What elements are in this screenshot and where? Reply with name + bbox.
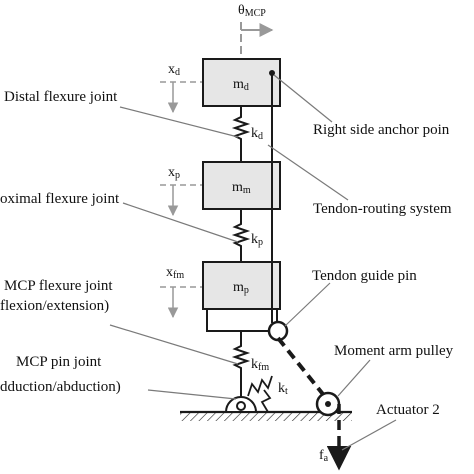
leader-mcp-pin [147, 389, 237, 400]
spring-distal: kd [231, 106, 263, 162]
x-p-label: xp [168, 165, 180, 181]
displacement-markers: xd xp xfm [160, 62, 202, 319]
x-d-label: xd [168, 62, 180, 78]
leader-proximal-flexure [122, 202, 239, 243]
leader-right-anchor [273, 74, 333, 123]
leader-mcp-flexure [109, 324, 239, 365]
leader-moment-arm-pulley [337, 359, 371, 397]
mcp-pin-joint [224, 396, 258, 413]
k-d-label: kd [251, 126, 263, 142]
label-tendon-routing-system: Tendon-routing system [313, 201, 452, 217]
mass-distal-label: md [233, 77, 249, 93]
leader-distal-flexure [119, 106, 239, 138]
label-right-side-anchor-point: Right side anchor poin [313, 122, 450, 138]
k-p-label: kp [251, 232, 263, 248]
spring-proximal: kp [231, 209, 263, 262]
leader-tendon-guide-pin [284, 282, 331, 327]
tendon-routing: fa [267, 70, 352, 471]
mass-middle: mm [202, 161, 281, 210]
spring-mcp-coil [231, 331, 251, 398]
label-mcp-flexure-joint-line2: flexion/extension) [0, 298, 109, 314]
label-tendon-guide-pin: Tendon guide pin [312, 268, 417, 284]
ground-hatch [180, 413, 352, 421]
leader-tendon-routing [267, 144, 349, 201]
mass-distal: md [202, 58, 281, 107]
tendon-guide-pin-circle [267, 320, 289, 342]
component-labels: Distal flexure joint oximal flexure join… [0, 89, 454, 418]
theta-mcp-marker: θMCP [238, 3, 274, 58]
x-fm-label: xfm [166, 265, 184, 281]
tendon-diagonal-segment [276, 336, 328, 400]
label-proximal-flexure-joint: oximal flexure joint [0, 191, 120, 207]
label-mcp-flexure-joint-line1: MCP flexure joint [4, 278, 113, 294]
spring-proximal-coil [231, 209, 251, 262]
mass-proximal-label: mp [233, 280, 249, 296]
pin-joint-pin [236, 401, 246, 411]
mass-middle-label: mm [232, 180, 251, 196]
label-distal-flexure-joint: Distal flexure joint [4, 89, 118, 105]
leader-lines [109, 74, 397, 451]
f-a-label: fa [319, 448, 329, 464]
right-anchor-point-dot [269, 70, 275, 76]
guide-plate [206, 308, 278, 332]
mass-proximal: mp [202, 261, 281, 332]
spring-distal-coil [231, 106, 251, 162]
label-mcp-pin-joint-line1: MCP pin joint [16, 354, 102, 370]
spring-mcp: kfm [231, 331, 269, 398]
k-t-label: kt [278, 381, 288, 397]
mass-middle-block [202, 161, 281, 210]
label-moment-arm-pulley: Moment arm pulley [334, 343, 454, 359]
label-mcp-pin-joint-line2: dduction/abduction) [0, 379, 121, 395]
torsion-spring: kt [247, 375, 288, 413]
k-fm-label: kfm [251, 357, 269, 373]
torsion-spring-link [260, 389, 272, 413]
theta-mcp-label: θMCP [238, 3, 266, 19]
leader-actuator [341, 419, 397, 451]
label-actuator-2: Actuator 2 [376, 402, 440, 418]
torsion-spring-zigzag [247, 375, 273, 397]
pulley-center [325, 401, 331, 407]
